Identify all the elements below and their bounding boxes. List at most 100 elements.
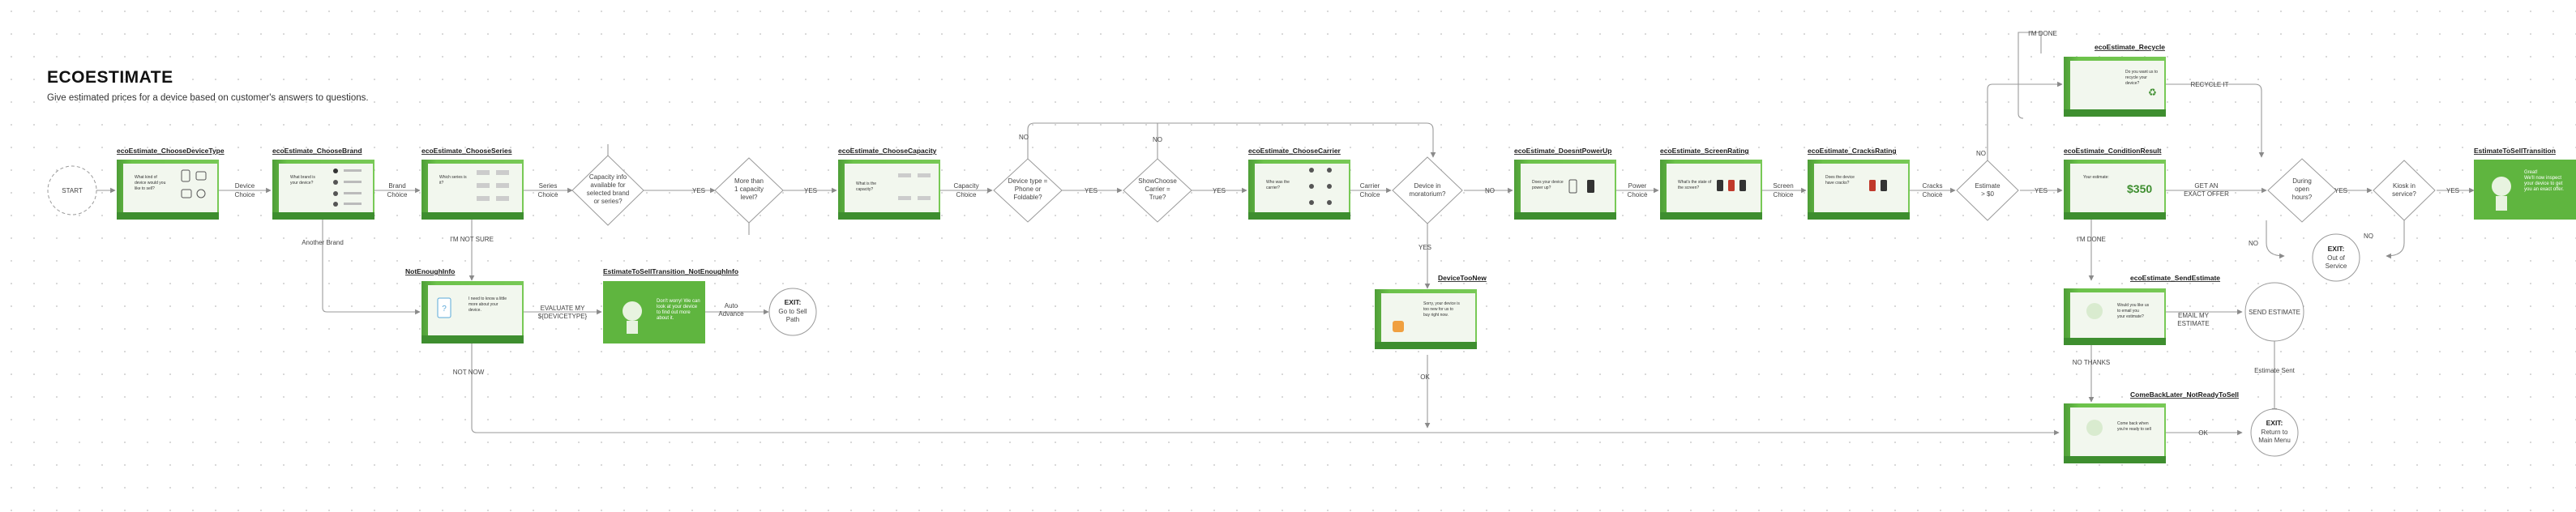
- screen-title: NotEnoughInfo: [405, 267, 455, 275]
- apple-icon: [333, 169, 338, 173]
- screen-choose-device-type[interactable]: ecoEstimate_ChooseDeviceType What kind o…: [117, 147, 225, 220]
- screen-q2: We'll now inspect: [2524, 176, 2561, 181]
- screen-choose-series[interactable]: ecoEstimate_ChooseSeries Which series is…: [421, 147, 524, 220]
- start-label: START: [62, 187, 83, 194]
- screen-q2: have cracks?: [1825, 181, 1850, 186]
- screen-q1: Does the device: [1825, 175, 1855, 180]
- screen-not-enough-info[interactable]: NotEnoughInfo ? I need to know a little …: [405, 267, 524, 343]
- screen-choose-carrier[interactable]: ecoEstimate_ChooseCarrier Who was the ca…: [1248, 147, 1350, 220]
- decision-more-than-one: More than 1 capacity level?: [714, 157, 784, 224]
- screen-q2: it?: [439, 181, 444, 186]
- price-text: $350: [2127, 182, 2152, 195]
- svg-text:Another Brand: Another Brand: [302, 239, 344, 246]
- edge-not-now: [471, 343, 2060, 436]
- svg-text:NO: NO: [1485, 187, 1495, 194]
- screen-q1: Your estimate:: [2083, 175, 2109, 180]
- svg-text:I'M DONE: I'M DONE: [2028, 30, 2057, 37]
- screen-q3: like to sell?: [135, 186, 155, 191]
- screen-doesnt-power-up[interactable]: ecoEstimate_DoesntPowerUp Does your devi…: [1514, 147, 1616, 220]
- svg-text:YES: YES: [692, 187, 705, 194]
- svg-text:More than: More than: [734, 177, 764, 185]
- svg-text:YES: YES: [1085, 187, 1098, 194]
- svg-text:Choice: Choice: [1923, 191, 1943, 198]
- decision-device-type: Device type = Phone or Foldable?: [993, 158, 1063, 223]
- screen-title: ecoEstimate_ChooseCarrier: [1248, 147, 1341, 155]
- svg-text:NO: NO: [1153, 136, 1162, 143]
- svg-text:Series: Series: [539, 182, 558, 190]
- svg-text:Brand: Brand: [388, 182, 405, 190]
- edge-estimate-no: [1987, 81, 2063, 160]
- screen-q2: your device?: [290, 181, 314, 186]
- screen-q2: carrier?: [1266, 186, 1280, 190]
- svg-text:> $0: > $0: [1981, 190, 1994, 198]
- decision-estimate-gt-0: Estimate > $0: [1956, 160, 2019, 221]
- robot-icon: [623, 301, 642, 321]
- svg-text:Device type =: Device type =: [1008, 177, 1048, 185]
- screen-q2: device would you: [135, 181, 166, 186]
- svg-text:or series?: or series?: [593, 198, 623, 205]
- screen-q2: capacity?: [856, 187, 873, 192]
- screen-q2: recycle your: [2125, 75, 2147, 80]
- screen-title: ecoEstimate_ChooseDeviceType: [117, 147, 225, 155]
- screen-condition-result[interactable]: ecoEstimate_ConditionResult Your estimat…: [2064, 147, 2166, 220]
- screen-q1: What brand is: [290, 175, 315, 180]
- screen-q1: I need to know a little: [469, 297, 507, 301]
- svg-text:Carrier =: Carrier =: [1145, 186, 1170, 193]
- screen-to-sell-transition[interactable]: EstimateToSellTransition Great! We'll no…: [2474, 147, 2576, 220]
- screen-transition-not-enough[interactable]: EstimateToSellTransition_NotEnoughInfo D…: [603, 267, 738, 343]
- svg-text:SEND ESTIMATE: SEND ESTIMATE: [2249, 309, 2300, 316]
- screen-device-too-new[interactable]: DeviceTooNew Sorry, your device is too n…: [1375, 274, 1487, 349]
- screen-title: ecoEstimate_CracksRating: [1808, 147, 1897, 155]
- svg-text:Auto: Auto: [725, 302, 738, 309]
- svg-text:moratorium?: moratorium?: [1410, 190, 1446, 198]
- svg-text:Choice: Choice: [1774, 191, 1794, 198]
- svg-text:OK: OK: [1420, 373, 1430, 381]
- screen-q3: your device to get: [2524, 181, 2563, 186]
- screen-q1: Great!: [2524, 170, 2538, 175]
- screen-cracks-rating[interactable]: ecoEstimate_CracksRating Does the device…: [1808, 147, 1910, 220]
- svg-text:level?: level?: [741, 194, 758, 201]
- edge-another-brand: [322, 217, 421, 315]
- screen-title: ecoEstimate_ChooseCapacity: [838, 147, 937, 155]
- google-icon: [333, 191, 338, 196]
- svg-text:During: During: [2292, 177, 2312, 185]
- screen-recycle[interactable]: ecoEstimate_Recycle Do you want us to re…: [2064, 43, 2166, 117]
- svg-text:RECYCLE IT: RECYCLE IT: [2190, 81, 2228, 88]
- screen-title: ecoEstimate_ConditionResult: [2064, 147, 2162, 155]
- svg-text:I'M DONE: I'M DONE: [2077, 236, 2106, 243]
- svg-text:1 capacity: 1 capacity: [734, 186, 764, 193]
- decision-open-hours: During open hours?: [2267, 158, 2337, 223]
- screen-q2: more about your: [469, 302, 499, 307]
- svg-text:Return to: Return to: [2261, 429, 2288, 436]
- svg-text:EXIT:: EXIT:: [2328, 245, 2345, 253]
- svg-text:EMAIL MY: EMAIL MY: [2178, 312, 2210, 319]
- svg-text:True?: True?: [1149, 194, 1166, 201]
- screen-screen-rating[interactable]: ecoEstimate_ScreenRating What's the stat…: [1660, 147, 1762, 220]
- page-subtitle: Give estimated prices for a device based…: [47, 93, 369, 103]
- svg-text:Go to Sell: Go to Sell: [778, 308, 807, 315]
- samsung-icon: [333, 180, 338, 185]
- svg-text:Capacity info: Capacity info: [589, 173, 627, 181]
- screen-come-back-later[interactable]: ComeBackLater_NotReadyToSell Come back w…: [2064, 390, 2239, 463]
- svg-text:Choice: Choice: [1360, 191, 1380, 198]
- svg-text:Estimate Sent: Estimate Sent: [2254, 367, 2296, 374]
- screen-q1: Don't worry! We can: [657, 299, 700, 304]
- svg-text:Choice: Choice: [387, 191, 408, 198]
- screen-q1: What kind of: [135, 175, 157, 180]
- svg-text:EXIT:: EXIT:: [785, 298, 802, 306]
- svg-text:Main Menu: Main Menu: [2258, 437, 2291, 444]
- screen-q1: Who was the: [1266, 180, 1290, 185]
- screen-send-estimate[interactable]: ecoEstimate_SendEstimate Would you like …: [2064, 274, 2220, 345]
- svg-text:Capacity: Capacity: [953, 182, 978, 190]
- laptop-icon: [181, 189, 192, 198]
- screen-choose-brand[interactable]: ecoEstimate_ChooseBrand What brand is yo…: [272, 147, 374, 220]
- screen-q3: your estimate?: [2117, 314, 2144, 319]
- question-phone-icon: [437, 297, 451, 318]
- svg-text:ShowChoose: ShowChoose: [1138, 177, 1177, 185]
- edge-openhours-no: [2266, 220, 2285, 259]
- svg-text:OK: OK: [2198, 429, 2208, 437]
- tablet-icon: [195, 171, 207, 181]
- screen-choose-capacity[interactable]: ecoEstimate_ChooseCapacity What is the c…: [838, 147, 940, 220]
- decision-kiosk: Kiosk in service?: [2373, 160, 2436, 221]
- svg-text:${DEVICETYPE}: ${DEVICETYPE}: [538, 313, 588, 320]
